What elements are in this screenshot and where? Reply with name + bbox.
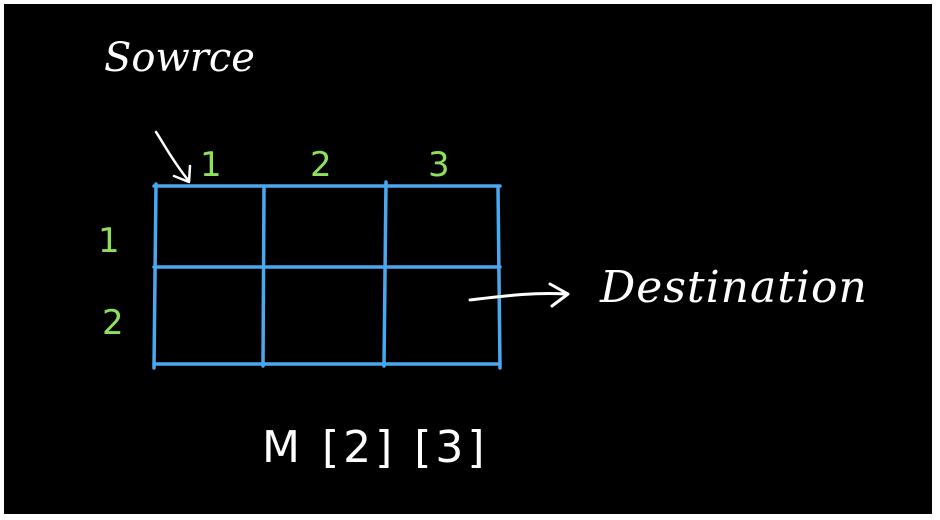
grid-divider-1 bbox=[261, 185, 266, 368]
diagram-strokes bbox=[152, 130, 570, 370]
matrix-notation-label: M [2] [3] bbox=[262, 422, 489, 473]
whiteboard-canvas: Sowrce 1 2 3 1 2 Destination M [2] [3] bbox=[4, 4, 932, 514]
grid-left-border bbox=[152, 182, 158, 370]
destination-arrow bbox=[468, 282, 570, 308]
row-index-2: 2 bbox=[102, 303, 124, 343]
grid-right-border bbox=[496, 185, 502, 370]
source-label: Sowrce bbox=[104, 35, 255, 81]
column-index-3: 3 bbox=[428, 145, 450, 185]
destination-label: Destination bbox=[600, 262, 868, 313]
row-index-1: 1 bbox=[98, 221, 120, 261]
column-index-1: 1 bbox=[200, 145, 222, 185]
matrix-grid bbox=[152, 180, 502, 370]
column-index-2: 2 bbox=[310, 145, 332, 185]
source-arrow bbox=[154, 130, 192, 184]
grid-divider-2 bbox=[382, 180, 388, 368]
